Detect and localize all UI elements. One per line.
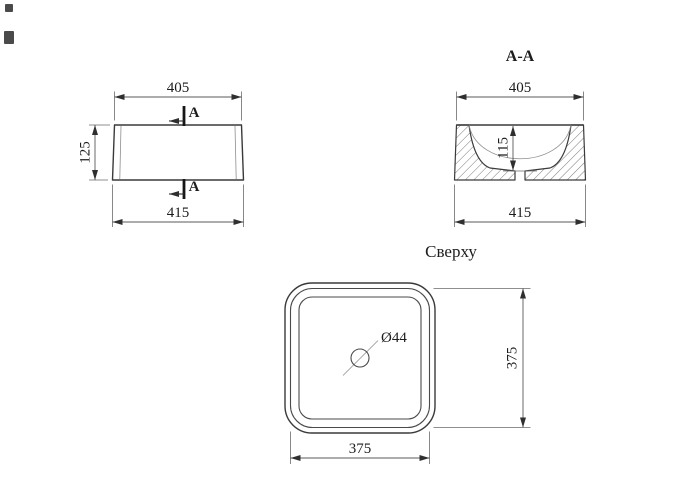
section-dim-top-label: 405: [509, 80, 532, 96]
front-dim-bottom-label: 415: [167, 205, 190, 221]
drain-hole: Ø44: [342, 330, 407, 376]
corner-artifact-mark: [4, 31, 14, 44]
top-dim-bottom-label: 375: [349, 441, 372, 457]
top-view: Сверху Ø44 375 375: [284, 242, 531, 464]
front-dim-height: 125: [78, 124, 110, 181]
section-dim-depth: 115: [496, 126, 537, 172]
top-dim-right: 375: [433, 288, 531, 428]
drain-diameter-label: Ø44: [381, 330, 407, 346]
drain-circle: [350, 348, 370, 368]
section-letter-top: A: [189, 105, 200, 121]
section-dim-bottom-label: 415: [509, 205, 532, 221]
section-cut-mark-top: A: [169, 105, 200, 126]
top-dim-bottom: 375: [290, 431, 430, 464]
section-view: A-A 405 115 415: [453, 48, 587, 227]
front-dim-bottom: 415: [112, 184, 244, 227]
front-outline: [111, 124, 245, 181]
front-dim-top: 405: [114, 80, 242, 121]
drain-centerline: [342, 340, 379, 376]
front-edge-line-left: [119, 125, 122, 180]
section-wall-left: [453, 124, 516, 181]
front-edge-line-right: [234, 125, 237, 180]
top-view-title: Сверху: [425, 242, 477, 261]
top-rim-contour: [289, 287, 431, 429]
section-dim-top: 405: [456, 80, 584, 121]
front-dim-height-label: 125: [78, 141, 94, 164]
corner-artifact-mark: [5, 4, 13, 12]
section-dim-bottom: 415: [454, 184, 586, 227]
section-cut-mark-bottom: A: [169, 179, 200, 199]
top-bowl-contour: [298, 296, 422, 420]
front-view: 405 125 415 A A: [78, 80, 245, 227]
section-title: A-A: [506, 48, 535, 65]
section-wall-right: [524, 124, 587, 181]
top-outer-contour: [284, 282, 436, 434]
section-letter-bottom: A: [189, 179, 200, 195]
front-dim-top-label: 405: [167, 80, 190, 96]
section-dim-depth-label: 115: [496, 137, 512, 159]
section-bowl-far-edge: [468, 124, 572, 160]
top-dim-right-label: 375: [505, 347, 521, 370]
